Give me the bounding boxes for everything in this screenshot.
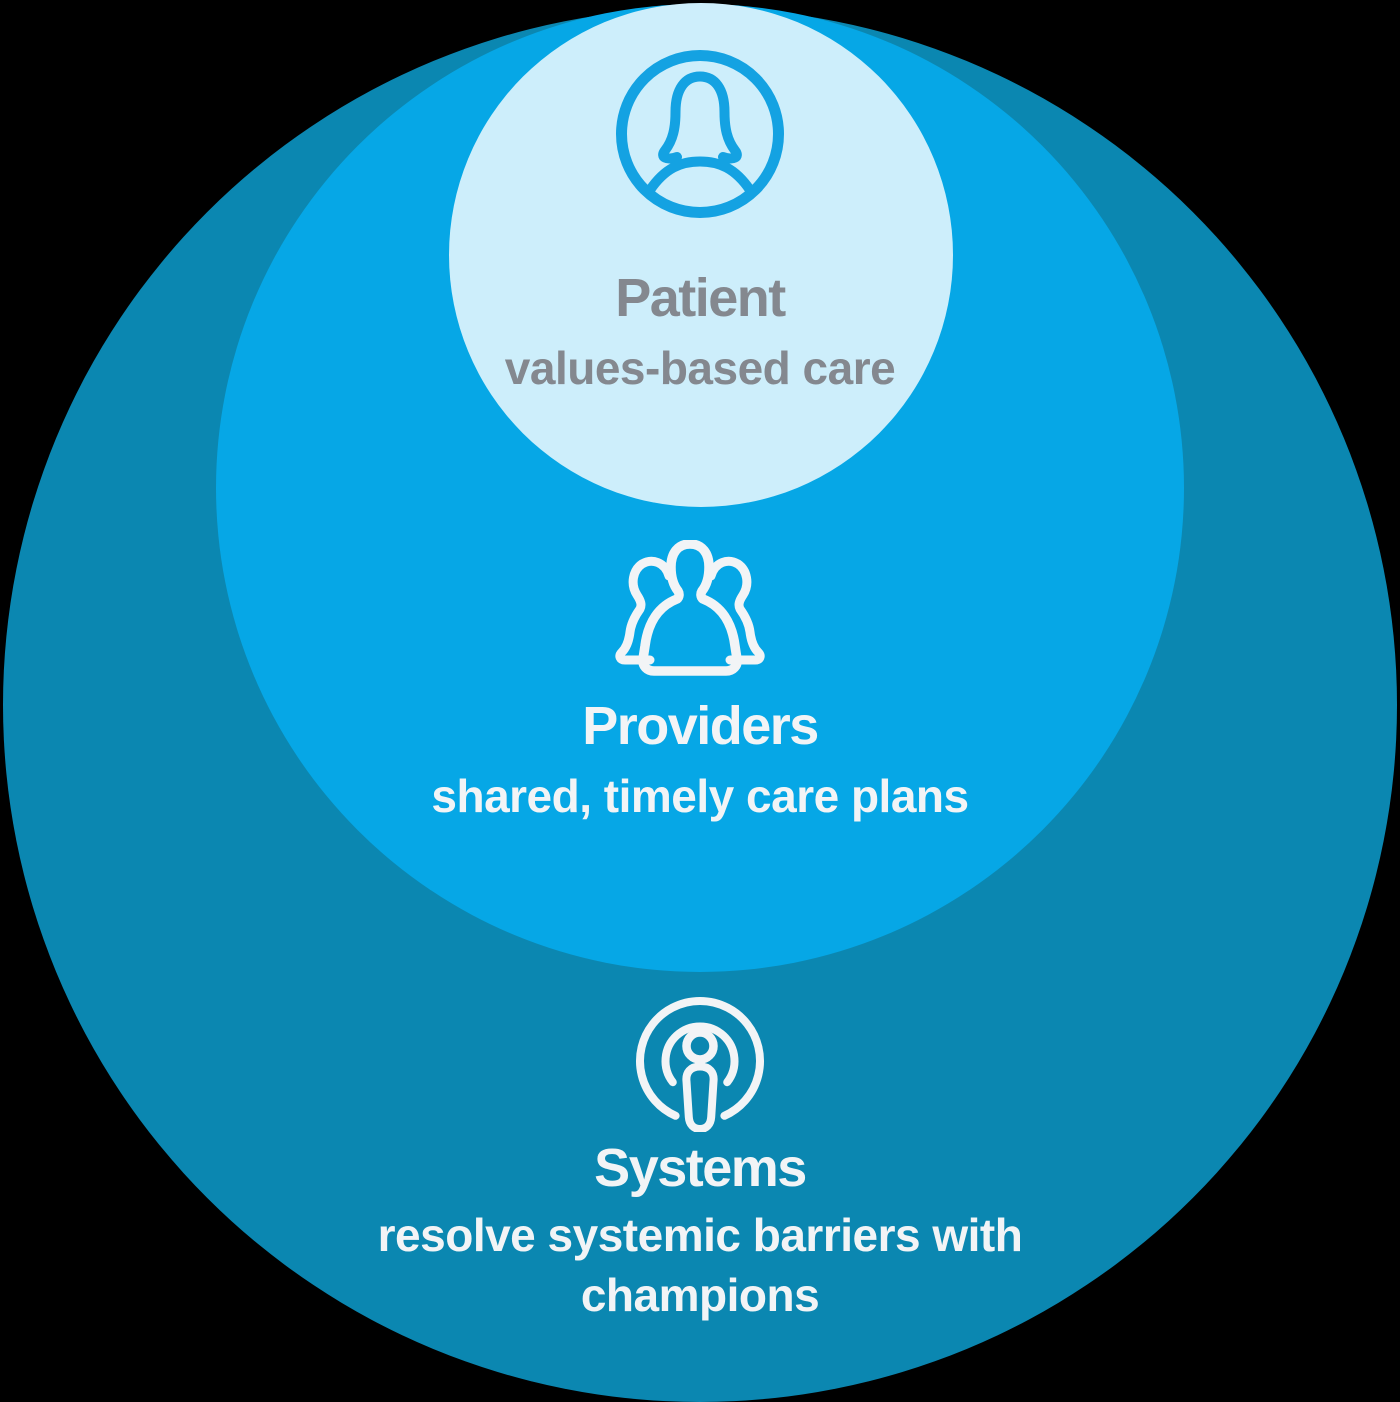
systems-title: Systems — [594, 1138, 807, 1198]
providers-subtitle: shared, timely care plans — [431, 770, 969, 822]
systems-subtitle: resolve systemic barriers with champions — [377, 1209, 1023, 1321]
podcast-broadcast-icon — [636, 997, 764, 1132]
person-avatar-icon — [616, 50, 784, 218]
people-group-icon — [615, 540, 765, 676]
patient-circle — [449, 3, 953, 507]
providers-title: Providers — [582, 696, 819, 756]
patient-subtitle: values-based care — [504, 342, 896, 394]
patient-title: Patient — [615, 268, 786, 328]
